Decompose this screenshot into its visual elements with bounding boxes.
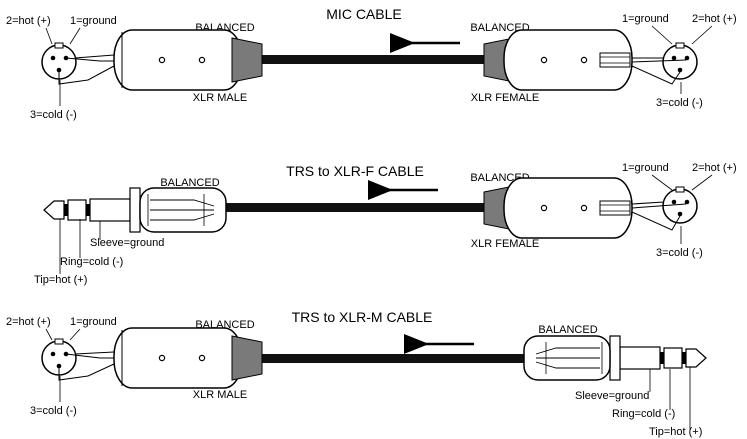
- section-mic-cable: MIC CABLE BALANCED BALANCED XLR MALE XLR…: [6, 6, 737, 121]
- right-balanced-label: BALANCED: [538, 324, 597, 336]
- trs-ring-label: Ring=cold (-): [60, 256, 123, 268]
- right-pin-hot-label: 2=hot (+): [692, 13, 737, 25]
- section-title: MIC CABLE: [326, 6, 401, 22]
- right-wires: [631, 201, 687, 231]
- left-connector-label: XLR MALE: [193, 92, 247, 104]
- trs-ring-label: Ring=cold (-): [612, 408, 675, 420]
- cable: [226, 203, 488, 212]
- right-pin-ground-label: 1=ground: [622, 13, 669, 25]
- trs-sleeve-label: Sleeve=ground: [90, 237, 164, 249]
- xlr-female-plug: [483, 29, 633, 91]
- trs-plug: [43, 187, 227, 233]
- right-balanced-label: BALANCED: [470, 22, 529, 34]
- section-trs-to-xlr-f: TRS to XLR-F CABLE BALANCED BALANCED XLR…: [34, 162, 737, 286]
- section-title: TRS to XLR-M CABLE: [292, 309, 433, 325]
- left-pin-cold-label: 3=cold (-): [30, 405, 77, 417]
- left-wires: [58, 351, 115, 381]
- right-pin-cold-label: 3=cold (-): [656, 247, 703, 259]
- section-trs-to-xlr-m: TRS to XLR-M CABLE BALANCED BALANCED XLR…: [6, 309, 707, 438]
- left-pin-cold-label: 3=cold (-): [30, 109, 77, 121]
- trs-tip-label: Tip=hot (+): [649, 426, 702, 438]
- trs-sleeve-label: Sleeve=ground: [575, 390, 649, 402]
- right-leader-lines: [651, 25, 713, 94]
- xlr-male-plug: [113, 29, 263, 91]
- section-title: TRS to XLR-F CABLE: [286, 163, 424, 179]
- right-pin-ground-label: 1=ground: [622, 162, 669, 174]
- left-balanced-label: BALANCED: [160, 177, 219, 189]
- right-connector-label: XLR FEMALE: [471, 238, 539, 250]
- left-connector-label: XLR MALE: [193, 389, 247, 401]
- trs-plug: [523, 335, 707, 381]
- left-leader-lines: [45, 328, 81, 402]
- left-pin-hot-label: 2=hot (+): [6, 316, 51, 328]
- xlr-male-plug: [113, 327, 263, 389]
- left-leader-lines: [45, 27, 81, 106]
- left-pin-ground-label: 1=ground: [70, 15, 117, 27]
- cable: [262, 354, 524, 363]
- xlr-female-plug: [483, 177, 633, 239]
- trs-leader-lines: [649, 367, 691, 430]
- right-pin-hot-label: 2=hot (+): [692, 162, 737, 174]
- cable: [262, 55, 488, 64]
- left-pin-hot-label: 2=hot (+): [6, 15, 51, 27]
- right-wires: [631, 57, 687, 85]
- right-leader-lines: [651, 174, 713, 244]
- right-pin-cold-label: 3=cold (-): [656, 97, 703, 109]
- right-connector-label: XLR FEMALE: [471, 92, 539, 104]
- left-wires: [58, 54, 115, 85]
- trs-tip-label: Tip=hot (+): [34, 274, 87, 286]
- trs-leader-lines: [59, 219, 101, 274]
- left-pin-ground-label: 1=ground: [70, 316, 117, 328]
